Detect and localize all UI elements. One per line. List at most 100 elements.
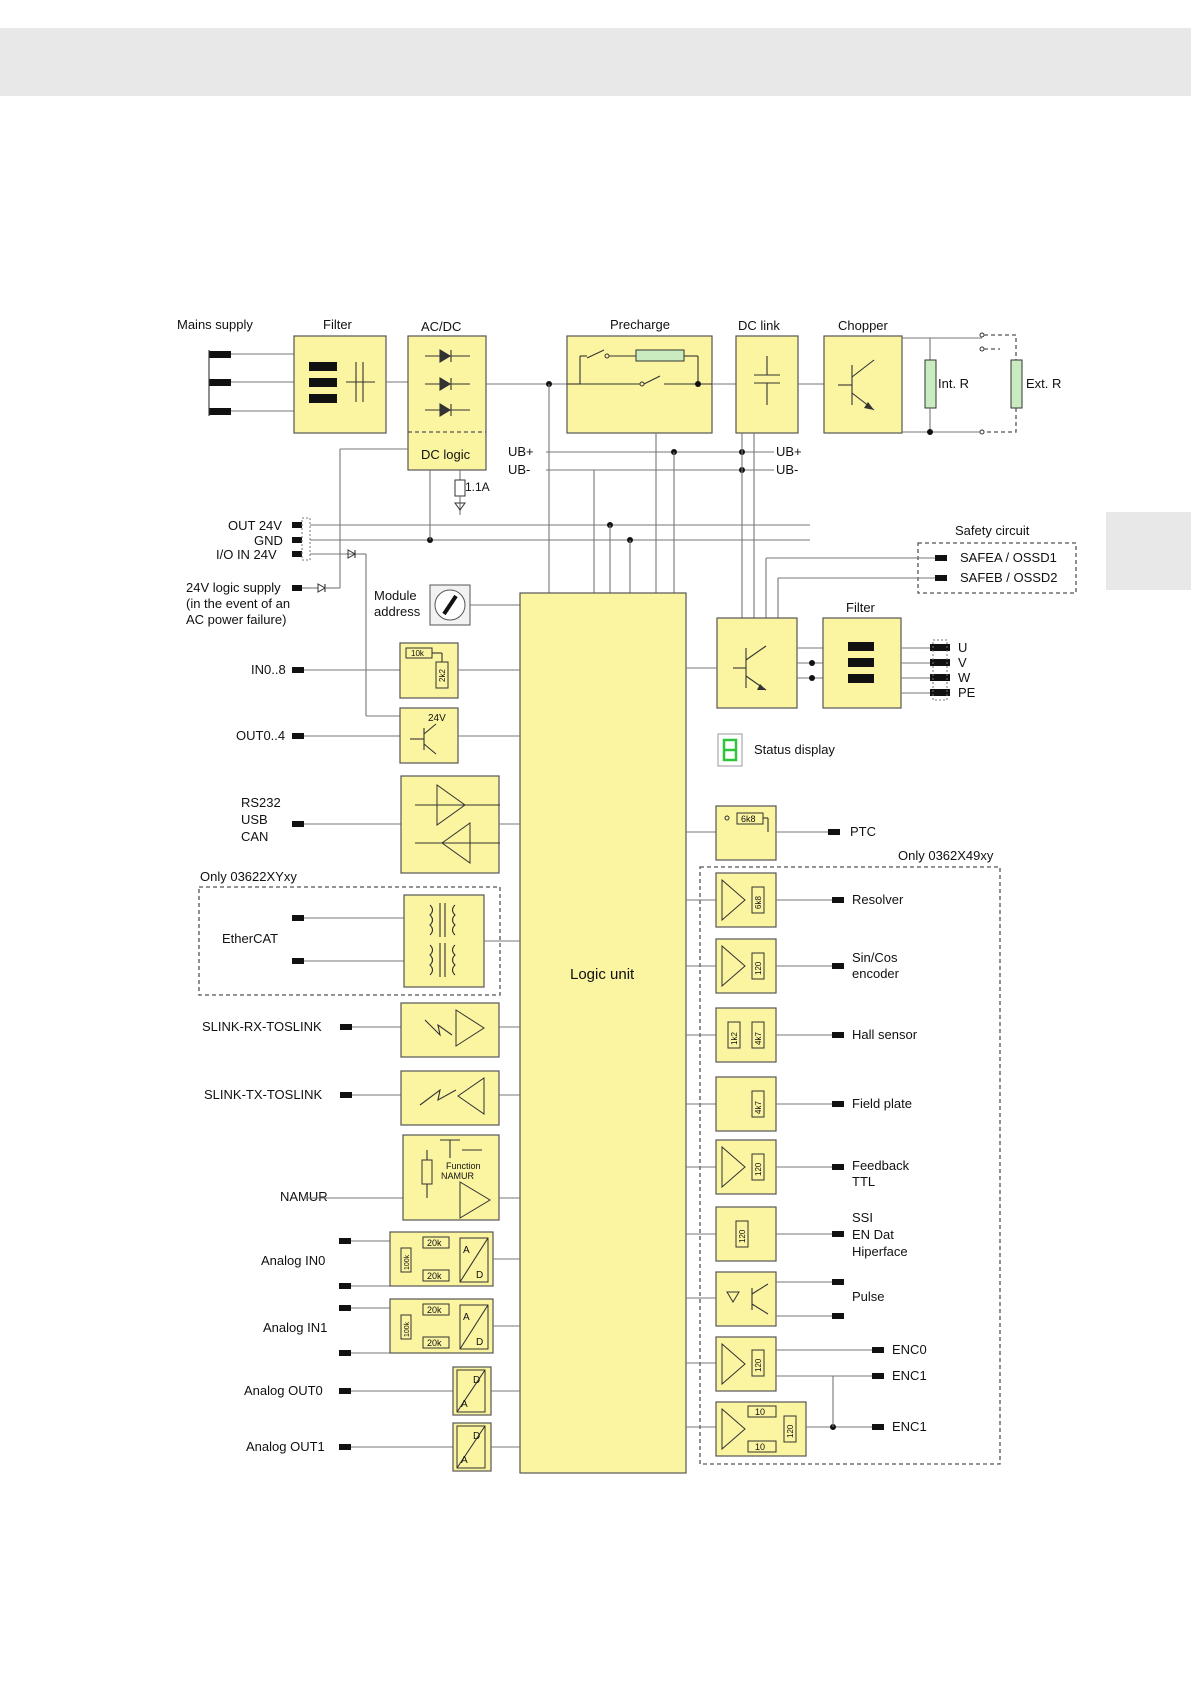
logic-supply-group: 24V logic supply (in the event of an AC … (186, 580, 330, 627)
usb-label: USB (241, 812, 268, 827)
acdc-block: AC/DC DC logic (407, 319, 487, 471)
ext-r-label: Ext. R (1026, 376, 1061, 391)
namur-label: NAMUR (280, 1189, 328, 1204)
feedback-line1: Feedback (852, 1158, 910, 1173)
phase-u: U (958, 640, 967, 655)
encoder-options: Only 0362X49xy (699, 848, 1001, 1465)
feedback-ttl-group: 120 Feedback TTL (686, 1139, 910, 1195)
status-display-label: Status display (754, 742, 835, 757)
dac-d1: D (473, 1375, 480, 1386)
logic-unit: Logic unit (519, 592, 687, 1474)
r-120-ttl: 120 (754, 1162, 763, 1176)
safeb-label: SAFEB / OSSD2 (960, 570, 1058, 585)
in08-group: IN0..8 10k 2k2 (251, 642, 520, 699)
r-20k-1: 20k (427, 1238, 442, 1248)
r-20k-4: 20k (427, 1338, 442, 1348)
safea-label: SAFEA / OSSD1 (960, 550, 1057, 565)
resolver-label: Resolver (852, 892, 904, 907)
r-6k8-resolver: 6k8 (754, 896, 763, 909)
r-4k7-hall: 4k7 (754, 1032, 763, 1045)
r-120-enc1: 120 (786, 1424, 795, 1438)
fuse-label: 1.1A (465, 480, 490, 494)
field-plate-group: 4k7 Field plate (686, 1076, 912, 1132)
ub-bus: UB+ UB- UB+ UB- (508, 433, 802, 620)
mains-filter-block: Filter (293, 317, 387, 434)
ethercat-label: EtherCAT (222, 931, 278, 946)
pulse-group: Pulse (686, 1271, 885, 1327)
ethercat-group: Only 03622XYxy EtherCAT (198, 869, 520, 996)
int-r-label: Int. R (938, 376, 969, 391)
r-10k: 10k (411, 649, 425, 658)
ub-plus-right: UB+ (776, 444, 802, 459)
analog-out1-label: Analog OUT1 (246, 1439, 325, 1454)
out04-group: OUT0..4 24V (236, 707, 520, 764)
acdc-label: AC/DC (421, 319, 461, 334)
inverter-block (686, 617, 823, 709)
r-1k2: 1k2 (730, 1032, 739, 1045)
namur-group: NAMUR Function NAMUR (280, 1134, 520, 1221)
ub-plus-left: UB+ (508, 444, 534, 459)
slink-tx-group: SLINK-TX-TOSLINK (204, 1070, 520, 1126)
enc1-label-a: ENC1 (892, 1368, 927, 1383)
r-100k-1: 100k (404, 1254, 411, 1270)
r-6k8-ptc: 6k8 (741, 814, 756, 824)
hall-label: Hall sensor (852, 1027, 918, 1042)
enc0-group: 120 ENC0 ENC1 (686, 1336, 927, 1392)
can-label: CAN (241, 829, 268, 844)
r-4k7-field: 4k7 (754, 1101, 763, 1114)
analog-out0-group: Analog OUT0 D A (244, 1366, 520, 1416)
in08-label: IN0..8 (251, 662, 286, 677)
r-20k-3: 20k (427, 1305, 442, 1315)
r-120-enc0: 120 (754, 1358, 763, 1372)
supply-24v: OUT 24V GND I/O IN 24V (216, 384, 810, 717)
safety-circuit: Safety circuit SAFEA / OSSD1 SAFEB / OSS… (765, 523, 1077, 620)
dc-link-label: DC link (738, 318, 780, 333)
output-filter-block: Filter (822, 600, 930, 709)
ub-minus-left: UB- (508, 462, 530, 477)
pulse-label: Pulse (852, 1289, 885, 1304)
chopper-label: Chopper (838, 318, 889, 333)
header-band (0, 28, 1191, 96)
phase-w: W (958, 670, 971, 685)
phase-v: V (958, 655, 967, 670)
only-0362x49-label: Only 0362X49xy (898, 848, 994, 863)
ub-minus-right: UB- (776, 462, 798, 477)
serial-group: RS232 USB CAN (241, 775, 520, 874)
r-120-sincos: 120 (754, 961, 763, 975)
dac-a2: A (461, 1455, 468, 1466)
mains-filter-label: Filter (323, 317, 353, 332)
ssi-line2: EN Dat (852, 1227, 894, 1242)
ssi-group: 120 SSI EN Dat Hiperface (686, 1206, 908, 1262)
adc-d2: D (476, 1337, 483, 1348)
adc-d1: D (476, 1270, 483, 1281)
logic-unit-label: Logic unit (570, 966, 635, 983)
sincos-line2: encoder (852, 966, 900, 981)
seven-segment-icon (722, 738, 738, 762)
phase-terminals: U V W PE (930, 639, 976, 701)
out24v-label: OUT 24V (228, 518, 282, 533)
dac-d2: D (473, 1431, 480, 1442)
ssi-line3: Hiperface (852, 1244, 908, 1259)
output-filter-label: Filter (846, 600, 876, 615)
only-03622-label: Only 03622XYxy (200, 869, 297, 884)
r-2k2: 2k2 (438, 669, 447, 682)
analog-in1-label: Analog IN1 (263, 1320, 327, 1335)
adc-a1: A (463, 1245, 470, 1256)
sincos-line1: Sin/Cos (852, 950, 898, 965)
resolver-group: 6k8 Resolver (686, 872, 904, 928)
logic-supply-line2: (in the event of an (186, 596, 290, 611)
r-100k-2: 100k (404, 1321, 411, 1337)
rs232-label: RS232 (241, 795, 281, 810)
ptc-group: 6k8 PTC (686, 805, 876, 861)
mains-supply-label: Mains supply (177, 317, 253, 332)
safety-circuit-title: Safety circuit (955, 523, 1030, 538)
analog-out0-label: Analog OUT0 (244, 1383, 323, 1398)
slink-tx-label: SLINK-TX-TOSLINK (204, 1087, 323, 1102)
io-in24v-label: I/O IN 24V (216, 547, 277, 562)
analog-in0-group: Analog IN0 100k 20k 20k A D (261, 1231, 520, 1289)
slink-rx-group: SLINK-RX-TOSLINK (202, 1002, 520, 1058)
chapter-tab (1106, 512, 1191, 590)
mains-supply-group: Mains supply (177, 317, 294, 416)
r-120-ssi: 120 (738, 1229, 747, 1243)
